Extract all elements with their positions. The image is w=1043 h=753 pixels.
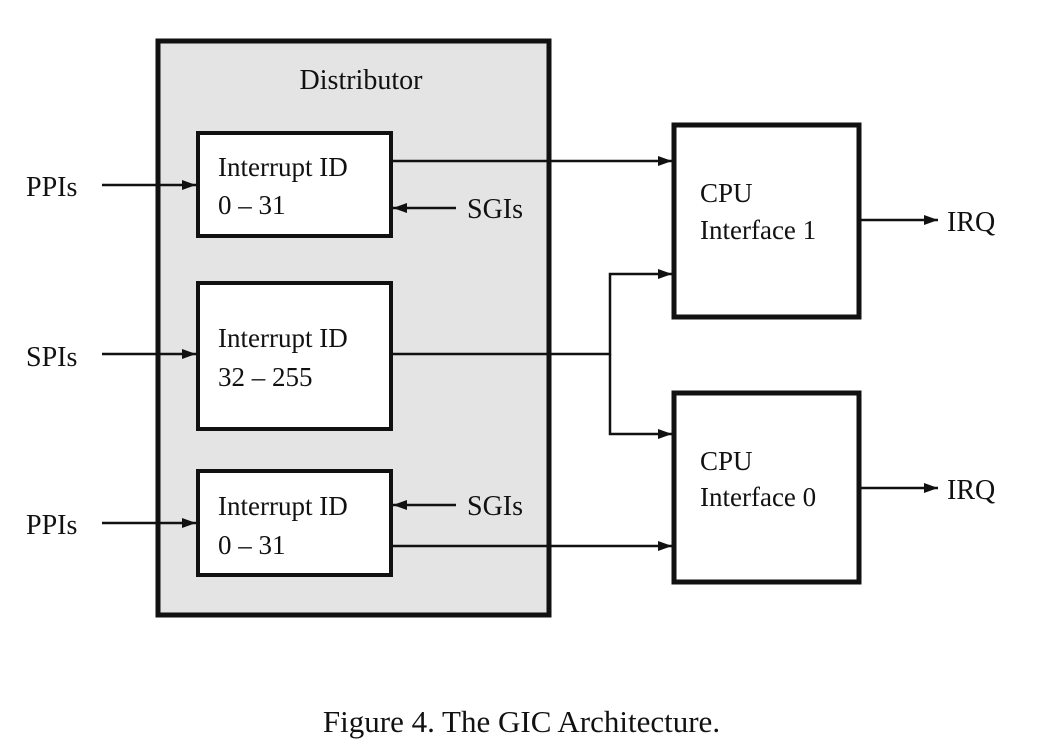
middle-box-to-cpu-interface-0-branch xyxy=(608,354,672,439)
interrupt-id-box-middle-line1: Interrupt ID xyxy=(218,323,348,353)
sgis-top-label: SGIs xyxy=(467,194,523,225)
irq-bottom-label: IRQ xyxy=(947,475,995,506)
cpu-interface-0-line1: CPU xyxy=(700,446,753,476)
interrupt-id-box-top-line2: 0 – 31 xyxy=(218,190,286,220)
cpu-interface-1-frame xyxy=(671,122,862,320)
sgi-labels: SGIs SGIs xyxy=(467,194,523,522)
cpu-interface-0: CPU Interface 0 xyxy=(671,390,862,585)
output-labels: IRQ IRQ xyxy=(947,207,995,506)
cpu-interface-1-line1: CPU xyxy=(700,178,753,208)
interrupt-id-box-top: Interrupt ID 0 – 31 xyxy=(196,131,393,238)
ppis-bottom-label: PPIs xyxy=(26,510,77,541)
distributor-title: Distributor xyxy=(300,65,424,96)
interrupt-id-box-top-frame xyxy=(196,131,393,238)
interrupt-id-box-bottom: Interrupt ID 0 – 31 xyxy=(196,469,393,577)
cpu-interface-0-frame xyxy=(671,390,862,585)
ppis-top-label: PPIs xyxy=(26,172,77,203)
irq-top-label: IRQ xyxy=(947,207,995,238)
figure-caption: Figure 4. The GIC Architecture. xyxy=(322,704,721,739)
interrupt-id-box-middle: Interrupt ID 32 – 255 xyxy=(196,281,393,431)
cpu-interface-0-line2: Interface 0 xyxy=(700,482,816,512)
spis-label: SPIs xyxy=(26,342,77,373)
input-labels: PPIs SPIs PPIs xyxy=(26,172,77,541)
sgis-bottom-label: SGIs xyxy=(467,491,523,522)
interrupt-id-box-middle-frame xyxy=(196,281,393,431)
interrupt-id-box-top-line1: Interrupt ID xyxy=(218,152,348,182)
cpu-interface-1: CPU Interface 1 xyxy=(671,122,862,320)
interrupt-id-box-middle-line2: 32 – 255 xyxy=(218,362,313,392)
connectors xyxy=(102,156,938,551)
interrupt-id-box-bottom-line2: 0 – 31 xyxy=(218,530,286,560)
interrupt-id-box-bottom-frame xyxy=(196,469,393,577)
cpu-interface-1-line2: Interface 1 xyxy=(700,215,816,245)
middle-box-to-cpu-interfaces-connector xyxy=(393,269,672,356)
interrupt-id-box-bottom-line1: Interrupt ID xyxy=(218,491,348,521)
